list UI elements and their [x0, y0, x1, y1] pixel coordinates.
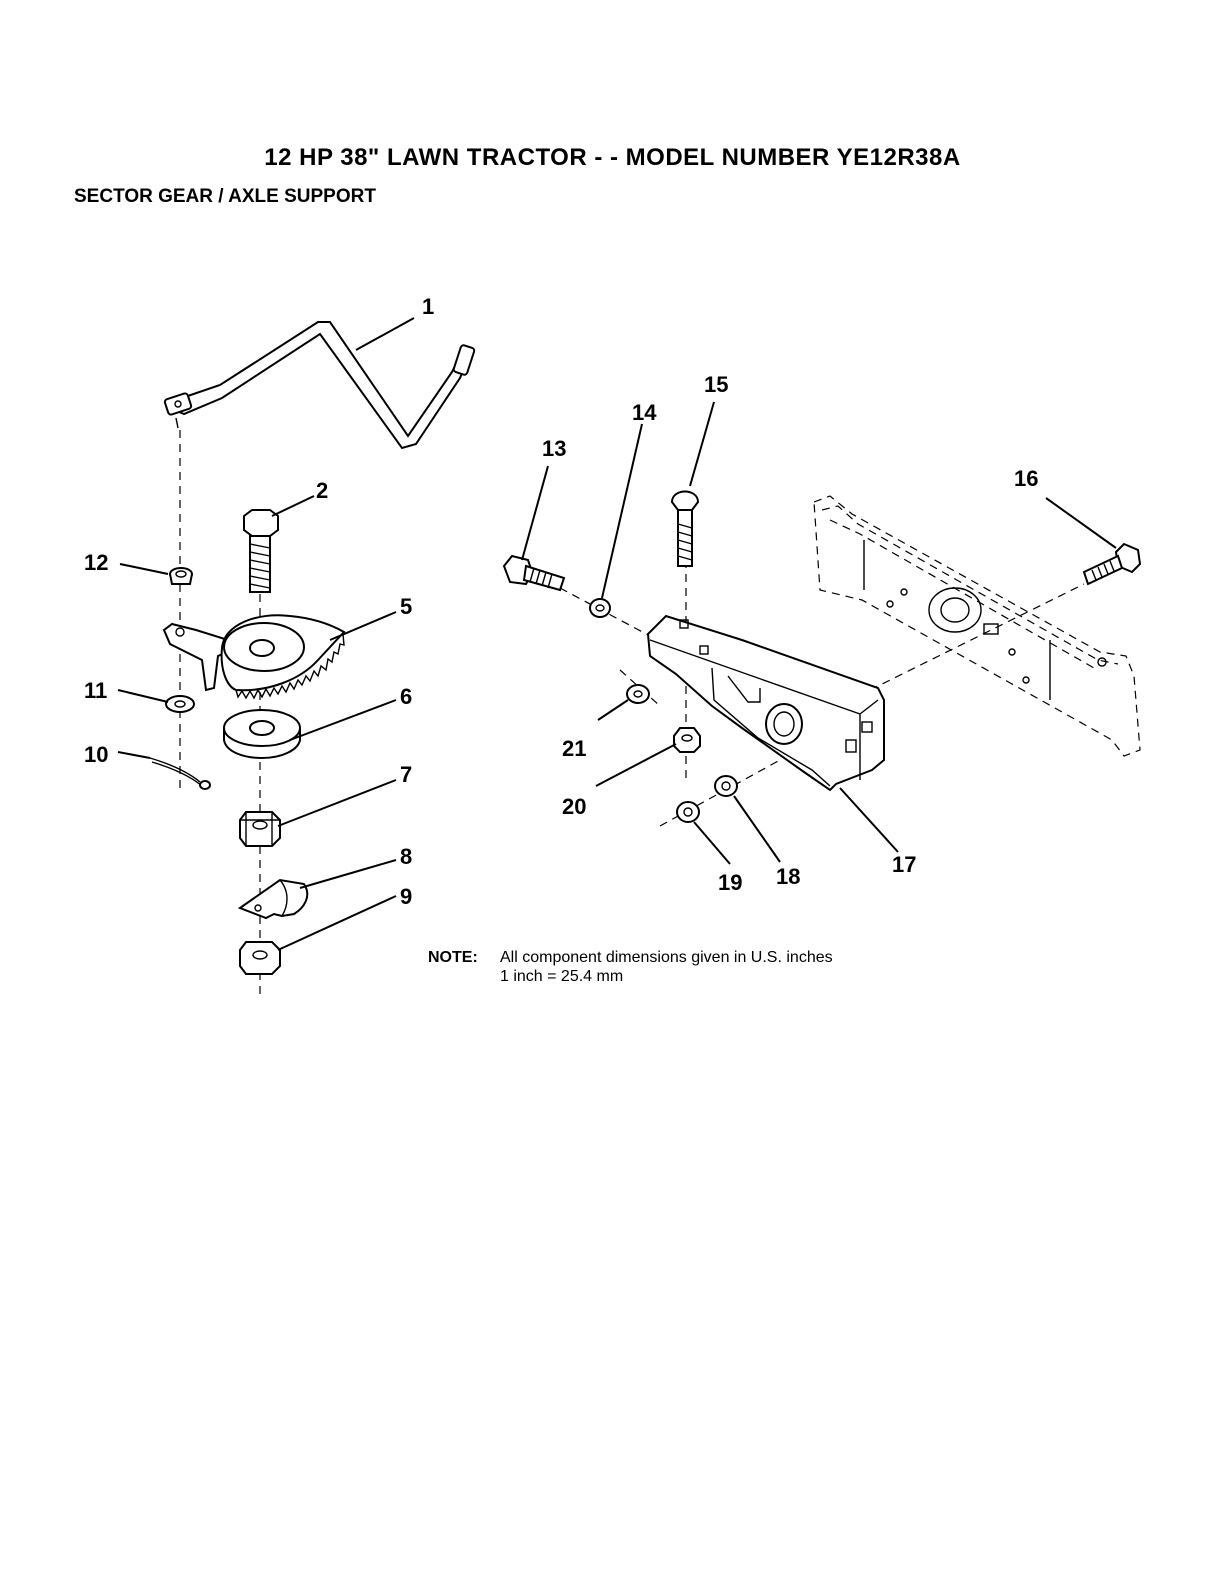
- carriage-bolt: [672, 492, 698, 567]
- callout-11: 11: [84, 678, 107, 703]
- axle-support: [648, 616, 884, 790]
- note-line-2: 1 inch = 25.4 mm: [428, 967, 833, 986]
- callout-20: 20: [562, 794, 586, 819]
- nut-21: [627, 685, 649, 703]
- dimension-note: NOTE:All component dimensions given in U…: [428, 948, 833, 986]
- callout-18: 18: [776, 864, 800, 889]
- hex-nut: [240, 812, 280, 846]
- drag-link-rod: [164, 322, 475, 448]
- bushing: [170, 568, 192, 584]
- callout-2: 2: [316, 478, 328, 503]
- callout-1: 1: [422, 294, 434, 319]
- sector-gear: [164, 615, 344, 698]
- callout-19: 19: [718, 870, 742, 895]
- callout-21: 21: [562, 736, 586, 761]
- hex-bolt: [244, 510, 278, 592]
- washer-14: [590, 599, 610, 617]
- callout-7: 7: [400, 762, 412, 787]
- hex-bolt-13: [504, 556, 564, 590]
- nut-19: [677, 802, 699, 822]
- gear-bushing: [224, 710, 300, 758]
- hex-bolt-16: [1084, 544, 1140, 584]
- callout-12: 12: [84, 550, 108, 575]
- lock-nut: [240, 942, 280, 974]
- note-line-1: All component dimensions given in U.S. i…: [500, 949, 833, 966]
- axis-line-bolt-16: [870, 584, 1084, 690]
- callout-9: 9: [400, 884, 412, 909]
- nut-20: [674, 728, 700, 752]
- nut-18: [715, 776, 737, 796]
- callout-16: 16: [1014, 466, 1038, 491]
- note-label: NOTE:: [428, 948, 500, 967]
- callout-8: 8: [400, 844, 412, 869]
- callout-5: 5: [400, 594, 412, 619]
- spacer-clip: [240, 880, 307, 918]
- callout-15: 15: [704, 372, 728, 397]
- callout-17: 17: [892, 852, 916, 877]
- callout-6: 6: [400, 684, 412, 709]
- callout-14: 14: [632, 400, 657, 425]
- flat-washer: [166, 696, 194, 712]
- callout-10: 10: [84, 742, 108, 767]
- callout-13: 13: [542, 436, 566, 461]
